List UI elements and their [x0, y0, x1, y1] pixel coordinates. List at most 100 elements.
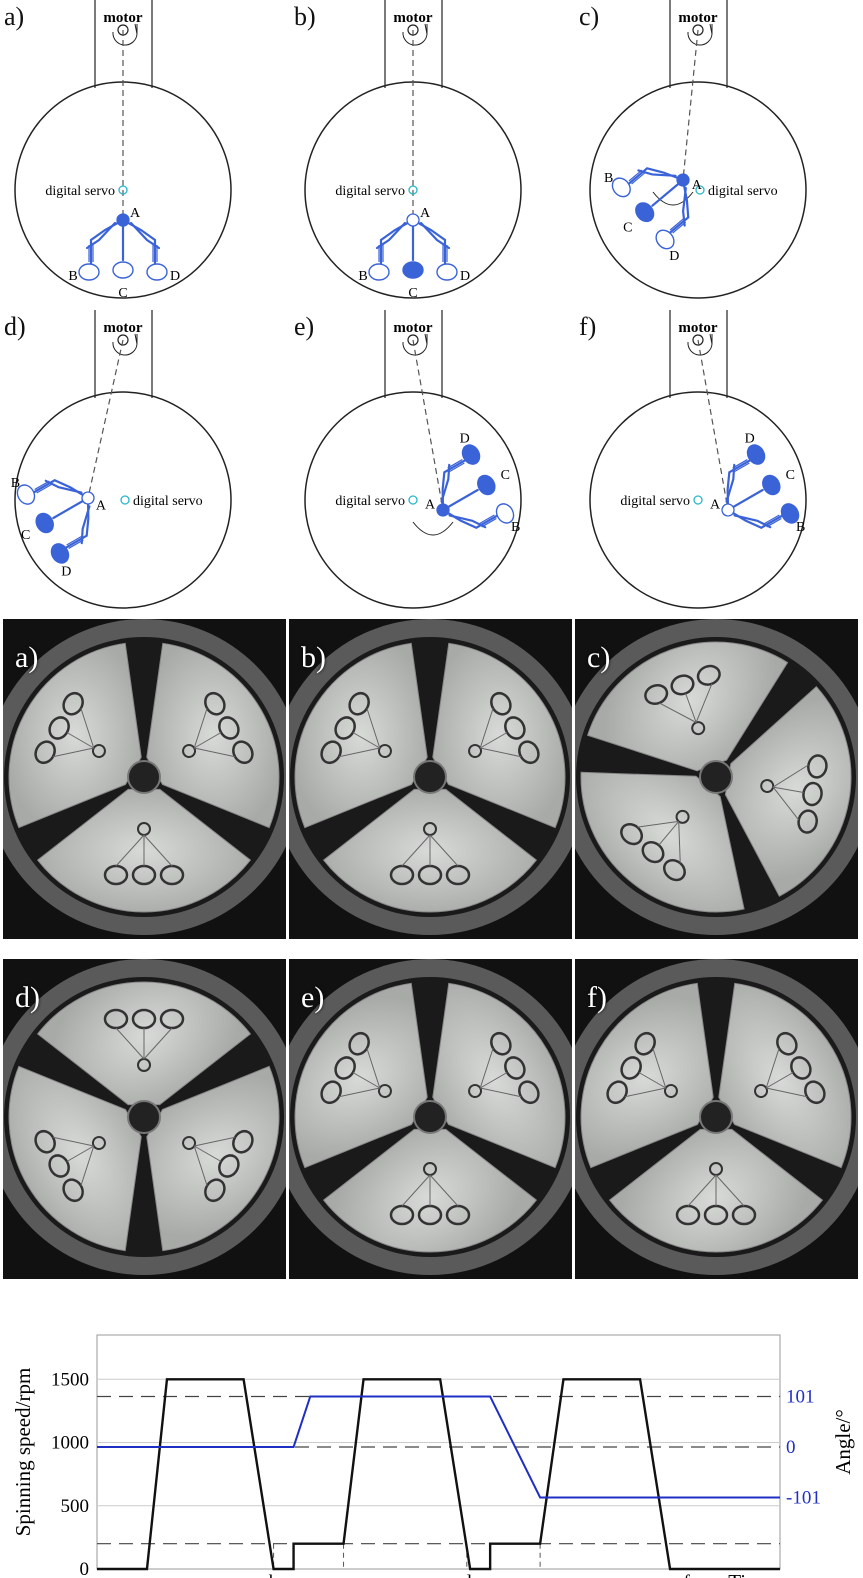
- servo-icon: [693, 495, 703, 505]
- chamber-b: [368, 263, 390, 281]
- photo-label: a): [15, 641, 39, 674]
- channel-network: [721, 444, 800, 529]
- chip-sector: [8, 1065, 142, 1252]
- chip-sector: [146, 1065, 280, 1252]
- channel-network: [436, 444, 515, 529]
- chamber-c: [35, 512, 54, 534]
- motor-housing: [384, 310, 443, 398]
- chamber-c: [635, 202, 655, 223]
- point-label-c: C: [501, 468, 510, 483]
- point-label-c: C: [623, 220, 632, 235]
- angle-series-line: [97, 1395, 780, 1499]
- chamber-b: [78, 263, 100, 281]
- rotation-arrow-icon: [687, 341, 713, 356]
- point-label-d: D: [460, 431, 470, 446]
- motor-axis-icon: [117, 334, 129, 346]
- chamber-b: [611, 177, 631, 198]
- axis-line: [412, 339, 444, 511]
- photo-label: d): [15, 981, 40, 1014]
- servo-label: digital servo: [335, 494, 405, 509]
- point-label-a: A: [96, 498, 107, 513]
- chamber-d: [436, 263, 458, 281]
- chamber-a: [721, 503, 735, 517]
- photo-label: e): [301, 981, 325, 1014]
- chamber-d: [461, 444, 481, 465]
- chip-sector: [718, 982, 852, 1169]
- chip-sector: [8, 642, 142, 829]
- chip-sector: [294, 642, 428, 829]
- point-label-b: B: [358, 269, 367, 284]
- motor-label: motor: [103, 10, 142, 26]
- rotation-arrow-icon: [402, 31, 428, 46]
- motor-label: motor: [393, 320, 432, 336]
- y-tick-label: 0: [80, 1559, 90, 1578]
- x-tick-label: f: [684, 1572, 691, 1578]
- photo-label: b): [301, 641, 326, 674]
- chamber-c: [112, 261, 134, 279]
- chamber-a: [436, 503, 450, 517]
- rotation-arrow-icon: [112, 31, 138, 46]
- servo-label: digital servo: [45, 184, 115, 199]
- chip-sector: [724, 685, 852, 897]
- motor-axis-icon: [407, 334, 419, 346]
- channel-network: [611, 167, 690, 250]
- y-tick-label: 1000: [51, 1433, 89, 1454]
- panel-label: c): [579, 2, 600, 31]
- point-label-d: D: [61, 565, 71, 580]
- x-axis-label: Time: [728, 1570, 772, 1578]
- y-tick-label: 500: [61, 1496, 90, 1517]
- motor-housing: [384, 0, 443, 88]
- panel-label: f): [579, 312, 597, 341]
- point-label-c: C: [408, 286, 417, 301]
- photo-panel: a): [3, 619, 286, 939]
- chip-sector: [432, 642, 566, 829]
- x-tick-label: e: [536, 1572, 544, 1578]
- rotation-arrow-icon: [402, 341, 428, 356]
- chamber-b: [780, 503, 800, 524]
- axis-line: [682, 29, 699, 181]
- chamber-b: [16, 484, 36, 505]
- servo-icon: [118, 185, 128, 195]
- point-label-b: B: [511, 520, 520, 535]
- servo-label: digital servo: [620, 494, 690, 509]
- hub: [699, 760, 733, 794]
- chamber-a: [81, 491, 95, 505]
- motor-housing: [669, 0, 728, 88]
- photo-panel: c): [575, 619, 858, 939]
- chip-sector: [294, 982, 428, 1169]
- servo-icon: [120, 495, 130, 505]
- chamber-d: [746, 444, 766, 465]
- y-axis-label: Spinning speed/rpm: [11, 1368, 35, 1537]
- hub: [127, 760, 161, 794]
- point-label-d: D: [460, 269, 470, 284]
- motor-axis-icon: [692, 334, 704, 346]
- disc-outline: [14, 391, 232, 609]
- x-tick-label: a: [143, 1572, 152, 1578]
- panel-label: a): [4, 2, 25, 31]
- chamber-a: [116, 213, 130, 227]
- servo-icon: [695, 185, 705, 195]
- servo-label: digital servo: [335, 184, 405, 199]
- point-label-d: D: [669, 249, 679, 264]
- chip-sector: [586, 641, 789, 772]
- servo-icon: [408, 495, 418, 505]
- motor-housing: [94, 310, 153, 398]
- chip-sector: [580, 771, 745, 913]
- hub: [127, 1100, 161, 1134]
- chip-sector: [580, 982, 714, 1169]
- plot-area: [96, 1334, 781, 1570]
- rotation-arrow-icon: [112, 341, 138, 356]
- chamber-c: [402, 261, 424, 279]
- motor-label: motor: [393, 10, 432, 26]
- chamber-d: [655, 229, 675, 250]
- point-label-c: C: [21, 528, 30, 543]
- motor-housing: [94, 0, 153, 88]
- point-label-d: D: [170, 269, 180, 284]
- chamber-a: [406, 213, 420, 227]
- photo-panel: d): [3, 959, 286, 1279]
